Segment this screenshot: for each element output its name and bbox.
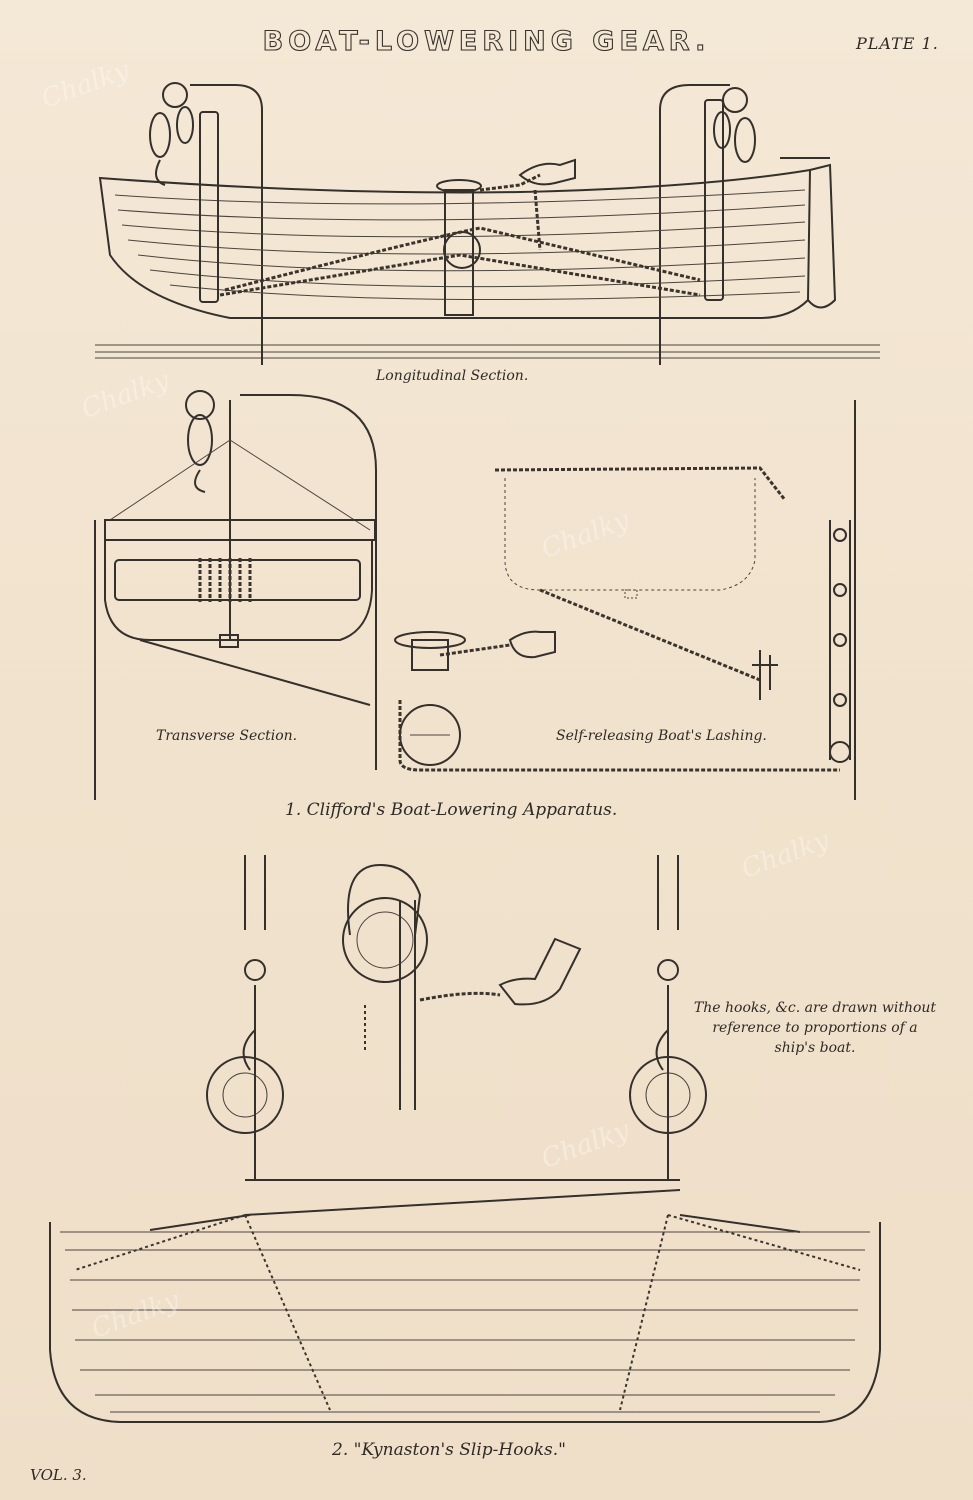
plate-number: PLATE 1. bbox=[856, 34, 939, 53]
lashing-caption: Self-releasing Boat's Lashing. bbox=[556, 728, 767, 744]
figure-2-caption: 2. "Kynaston's Slip-Hooks." bbox=[332, 1440, 566, 1460]
figure-1-caption: 1. Clifford's Boat-Lowering Apparatus. bbox=[285, 800, 618, 820]
longitudinal-section-drawing bbox=[95, 82, 880, 365]
volume-label: VOL. 3. bbox=[30, 1466, 87, 1484]
longitudinal-section-caption: Longitudinal Section. bbox=[376, 368, 529, 384]
self-releasing-lashing-drawing bbox=[394, 400, 856, 800]
proportions-note: The hooks, &c. are drawn without referen… bbox=[693, 1000, 937, 1056]
slip-hooks-drawing bbox=[149, 855, 801, 1233]
transverse-section-caption: Transverse Section. bbox=[156, 728, 298, 744]
boat-cross-section-drawing bbox=[49, 1214, 881, 1423]
transverse-section-drawing bbox=[94, 390, 377, 800]
plate-title: BOAT-LOWERING GEAR. bbox=[262, 25, 711, 57]
